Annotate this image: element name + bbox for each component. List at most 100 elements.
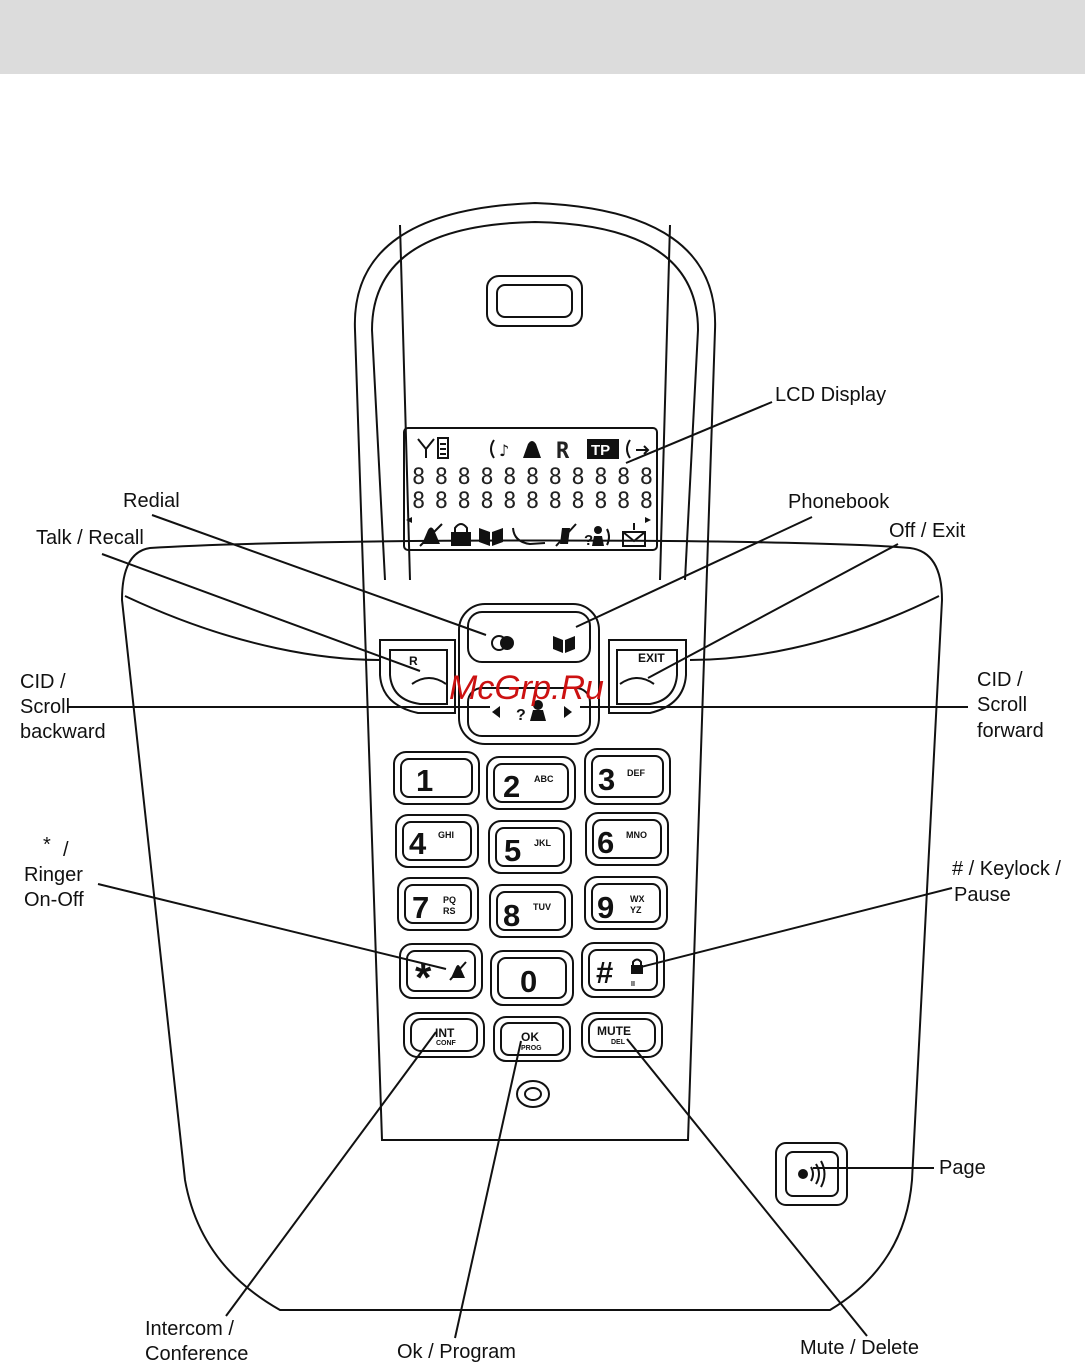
call-forward-icon: [626, 439, 650, 459]
message-icon: [622, 523, 646, 547]
earpiece: [486, 275, 583, 327]
key-6[interactable]: 6 MNO: [585, 812, 669, 866]
lcd-right-arrow-icon: [645, 517, 651, 523]
lcd-left-arrow-icon: [406, 517, 412, 523]
key-8[interactable]: 8 TUV: [489, 884, 573, 938]
key-3[interactable]: 3 DEF: [584, 748, 671, 805]
svg-text:DEL: DEL: [611, 1039, 626, 1046]
svg-text:EXIT: EXIT: [638, 651, 665, 665]
svg-text:GHI: GHI: [438, 830, 454, 840]
keypad: 1 2 ABC 3 DEF 4 GHI 5 JKL: [393, 748, 671, 1062]
callout-lines: [68, 401, 968, 1339]
talk-recall-button[interactable]: R: [379, 639, 456, 714]
svg-text:7: 7: [412, 890, 429, 925]
svg-text:TUV: TUV: [533, 902, 551, 912]
key-9[interactable]: 9 WX YZ: [584, 876, 668, 930]
label-cid-backward-1: CID /: [20, 671, 66, 693]
lcd-display: ♪ R TP 88888888888 88888888888: [403, 427, 658, 551]
page-button[interactable]: [775, 1142, 848, 1206]
microphone: [516, 1080, 550, 1108]
svg-text:1: 1: [416, 763, 433, 798]
label-talk-recall: Talk / Recall: [36, 527, 144, 549]
key-7[interactable]: 7 PQ RS: [397, 877, 479, 931]
svg-text:TP: TP: [591, 442, 610, 459]
lock-icon: [451, 523, 471, 546]
svg-text:YZ: YZ: [630, 905, 642, 915]
label-cid-backward-2: Scroll: [20, 696, 70, 718]
svg-text:PROG: PROG: [521, 1045, 542, 1052]
svg-text:INT: INT: [435, 1026, 455, 1040]
key-2[interactable]: 2 ABC: [486, 756, 576, 810]
end-call-icon: [619, 677, 655, 685]
battery-icon: [437, 437, 449, 459]
music-handset-icon: ♪: [490, 439, 509, 460]
label-cid-forward-1: CID /: [977, 669, 1023, 691]
svg-text:?: ?: [584, 532, 593, 549]
label-phonebook: Phonebook: [788, 491, 890, 513]
svg-text:#: #: [596, 955, 613, 990]
key-0[interactable]: 0: [490, 950, 574, 1006]
redial-icon: [500, 636, 514, 650]
cid-button[interactable]: ?: [516, 700, 546, 724]
ringer-off-key-icon: [449, 961, 467, 981]
signal-icon: [417, 438, 435, 458]
tp-icon: TP: [587, 439, 619, 459]
nav-pad: [458, 603, 600, 745]
key-1[interactable]: 1: [393, 751, 480, 805]
svg-text:4: 4: [409, 826, 427, 861]
caller-id-icon: ?: [584, 526, 610, 549]
svg-text:5: 5: [504, 833, 521, 868]
cid-scroll-backward-button[interactable]: [492, 706, 500, 718]
off-exit-button[interactable]: EXIT: [608, 639, 687, 714]
label-star-symbol: *: [43, 834, 51, 856]
svg-text:8: 8: [503, 898, 520, 933]
ok-program-key[interactable]: OK PROG: [493, 1016, 571, 1062]
phonebook-lcd-icon: [479, 528, 503, 546]
svg-text:?: ?: [516, 707, 526, 724]
svg-text:WX: WX: [630, 894, 645, 904]
label-cid-forward-2: Scroll: [977, 694, 1027, 716]
svg-text:II: II: [631, 981, 635, 988]
label-ringer: Ringer: [24, 864, 83, 886]
label-page: Page: [939, 1157, 986, 1179]
phonebook-button[interactable]: [553, 636, 575, 653]
svg-text:RS: RS: [443, 906, 456, 916]
label-redial: Redial: [123, 490, 180, 512]
label-mute-delete: Mute / Delete: [800, 1337, 919, 1359]
keylock-icon: [631, 958, 643, 974]
label-off-exit: Off / Exit: [889, 520, 966, 542]
top-band: [0, 0, 1085, 74]
redial-button[interactable]: [491, 635, 514, 651]
lcd-row-1: 88888888888: [412, 465, 652, 490]
right-arrow-icon: [564, 706, 572, 718]
key-star[interactable]: *: [399, 943, 483, 1001]
label-cid-backward-3: backward: [20, 721, 106, 743]
intercom-key[interactable]: INT CONF: [403, 1012, 485, 1058]
watermark: McGrp.Ru: [449, 669, 604, 707]
svg-text:CONF: CONF: [436, 1040, 457, 1047]
ringer-off-icon: [419, 523, 443, 547]
lcd-r-icon: R: [556, 439, 570, 464]
bell-icon: [523, 441, 541, 458]
svg-text:6: 6: [597, 825, 614, 860]
svg-text:MUTE: MUTE: [597, 1024, 631, 1038]
phonebook-icon: [553, 636, 575, 653]
key-4[interactable]: 4 GHI: [395, 814, 479, 868]
cid-scroll-forward-button[interactable]: [564, 706, 572, 718]
base-station: [120, 539, 944, 1311]
label-star-slash: /: [63, 839, 69, 861]
label-keylock: # / Keylock /: [952, 858, 1061, 880]
svg-text:♪: ♪: [499, 441, 509, 460]
lcd-row-2: 88888888888: [412, 489, 652, 514]
mute-delete-key[interactable]: MUTE DEL: [581, 1012, 663, 1058]
svg-text:PQ: PQ: [443, 895, 456, 905]
svg-text:JKL: JKL: [534, 838, 552, 848]
svg-text:R: R: [409, 654, 418, 668]
key-5[interactable]: 5 JKL: [488, 820, 572, 874]
key-hash[interactable]: # II: [581, 942, 665, 998]
svg-text:0: 0: [520, 964, 537, 999]
svg-text:2: 2: [503, 769, 520, 804]
label-lcd-display: LCD Display: [775, 384, 886, 406]
mic-off-icon: [555, 523, 577, 547]
